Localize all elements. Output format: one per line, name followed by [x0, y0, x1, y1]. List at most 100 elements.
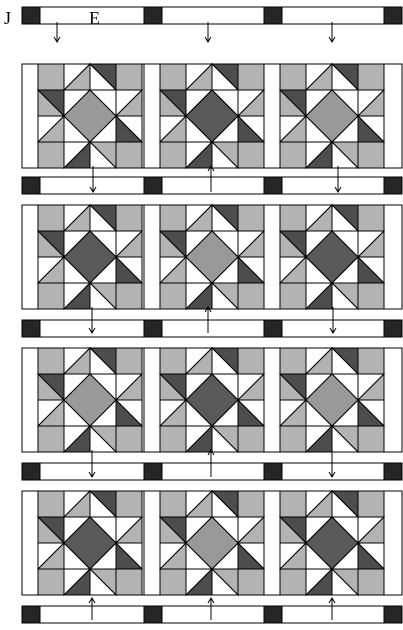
star-block	[38, 348, 142, 452]
corner-square	[358, 283, 384, 309]
block-row	[22, 348, 402, 452]
star-block	[38, 64, 142, 168]
corner-square	[280, 491, 306, 517]
corner-square	[160, 64, 186, 90]
label-sashing-strip: E	[89, 9, 100, 27]
corner-square	[116, 348, 142, 374]
corner-square	[358, 142, 384, 168]
block-row	[22, 205, 402, 309]
corner-square	[238, 569, 264, 595]
corner-square	[116, 569, 142, 595]
corner-square	[238, 491, 264, 517]
sashing-row	[22, 606, 402, 623]
cornerstone	[22, 7, 40, 24]
corner-square	[358, 569, 384, 595]
star-block	[160, 205, 264, 309]
corner-square	[116, 491, 142, 517]
corner-square	[238, 283, 264, 309]
corner-square	[238, 426, 264, 452]
sashing-row	[22, 320, 402, 337]
cornerstone	[384, 320, 402, 337]
sashing-strip	[22, 606, 402, 623]
corner-square	[358, 64, 384, 90]
cornerstone	[144, 7, 162, 24]
corner-square	[280, 569, 306, 595]
cornerstone	[22, 463, 40, 480]
block-row	[22, 64, 402, 168]
corner-square	[38, 491, 64, 517]
block-row	[22, 491, 402, 595]
corner-square	[280, 426, 306, 452]
corner-square	[280, 142, 306, 168]
cornerstone	[384, 606, 402, 623]
corner-square	[160, 569, 186, 595]
sashing-strip	[22, 463, 402, 480]
pressing-arrow	[54, 22, 60, 42]
corner-square	[358, 205, 384, 231]
corner-square	[116, 205, 142, 231]
cornerstone	[264, 177, 282, 194]
corner-square	[116, 426, 142, 452]
cornerstone	[22, 177, 40, 194]
corner-square	[38, 64, 64, 90]
corner-square	[358, 491, 384, 517]
corner-square	[116, 64, 142, 90]
cornerstone	[384, 7, 402, 24]
corner-square	[160, 426, 186, 452]
cornerstone	[144, 177, 162, 194]
corner-square	[38, 569, 64, 595]
corner-square	[38, 283, 64, 309]
cornerstone	[264, 320, 282, 337]
corner-square	[160, 491, 186, 517]
cornerstone	[264, 606, 282, 623]
cornerstone	[264, 7, 282, 24]
pressing-arrow	[329, 22, 335, 42]
cornerstone	[264, 463, 282, 480]
corner-square	[238, 64, 264, 90]
cornerstone	[144, 606, 162, 623]
sashing-row	[22, 463, 402, 480]
star-block	[280, 64, 384, 168]
star-block	[160, 491, 264, 595]
sashing-strip	[22, 177, 402, 194]
cornerstone	[384, 177, 402, 194]
label-sashing-row: J	[4, 9, 11, 27]
star-block	[38, 205, 142, 309]
star-block	[280, 348, 384, 452]
corner-square	[280, 64, 306, 90]
corner-square	[38, 205, 64, 231]
corner-square	[280, 348, 306, 374]
corner-square	[160, 142, 186, 168]
pressing-arrow	[205, 22, 211, 42]
cornerstone	[144, 463, 162, 480]
corner-square	[160, 283, 186, 309]
star-block	[280, 205, 384, 309]
star-block	[280, 491, 384, 595]
cornerstone	[22, 320, 40, 337]
corner-square	[238, 205, 264, 231]
star-block	[160, 348, 264, 452]
cornerstone	[144, 320, 162, 337]
corner-square	[38, 142, 64, 168]
sashing-strip	[22, 7, 402, 24]
corner-square	[160, 348, 186, 374]
corner-square	[280, 205, 306, 231]
corner-square	[238, 348, 264, 374]
cornerstone	[384, 463, 402, 480]
sashing-strip	[22, 320, 402, 337]
corner-square	[160, 205, 186, 231]
star-block	[38, 491, 142, 595]
star-block	[160, 64, 264, 168]
sashing-row	[22, 177, 402, 194]
corner-square	[358, 348, 384, 374]
corner-square	[38, 426, 64, 452]
corner-square	[116, 142, 142, 168]
corner-square	[280, 283, 306, 309]
corner-square	[38, 348, 64, 374]
corner-square	[116, 283, 142, 309]
corner-square	[238, 142, 264, 168]
cornerstone	[22, 606, 40, 623]
corner-square	[358, 426, 384, 452]
sashing-row	[22, 7, 402, 24]
